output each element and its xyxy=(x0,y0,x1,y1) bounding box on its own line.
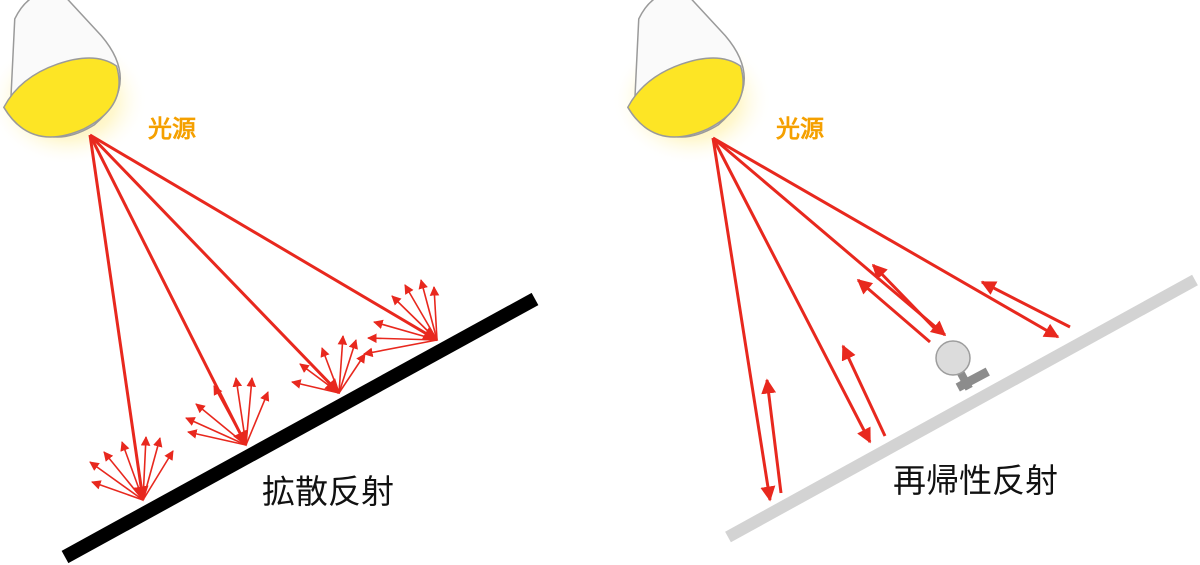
panel-diffuse: 光源 xyxy=(0,0,539,564)
returned-ray xyxy=(871,263,940,334)
light-source-label: 光源 xyxy=(775,115,824,143)
scatter-arrow xyxy=(245,391,270,446)
scatter-arrow xyxy=(373,319,438,341)
scatter-arrow xyxy=(299,363,340,394)
retro-caption: 再帰性反射 xyxy=(893,461,1058,500)
scatter-arrow xyxy=(337,335,348,394)
scatter-arrow xyxy=(338,339,358,394)
incident-ray xyxy=(711,137,776,502)
scatter-arrow xyxy=(363,339,438,358)
incident-ray xyxy=(712,136,1060,339)
scatter-arrow xyxy=(404,284,438,341)
diffuse-surface xyxy=(61,292,539,564)
scatter-arrow xyxy=(120,441,144,501)
scatter-fan xyxy=(363,279,440,358)
panel-retro: 光源 再帰性反射 xyxy=(599,0,1198,543)
scatter-arrow xyxy=(142,437,163,501)
light-source-label: 光源 xyxy=(147,115,196,143)
scatter-arrow xyxy=(185,417,247,446)
scatter-arrow xyxy=(103,451,144,501)
scatter-arrow xyxy=(213,385,247,446)
incident-ray xyxy=(711,137,872,444)
returned-rays xyxy=(761,263,1071,494)
scatter-arrow xyxy=(338,353,366,394)
diffuse-caption: 拡散反射 xyxy=(262,472,394,511)
scatter-arrow xyxy=(187,429,247,446)
scatter-arrow xyxy=(418,279,438,341)
incident-ray xyxy=(89,133,439,342)
scatter-arrow xyxy=(195,403,247,446)
incident-ray xyxy=(88,133,341,395)
scatter-fan xyxy=(89,436,174,501)
scatter-arrow xyxy=(367,333,438,344)
incident-rays xyxy=(711,136,1060,502)
scatter-arrow xyxy=(320,347,340,394)
scatter-arrow xyxy=(91,480,144,501)
returned-ray xyxy=(856,278,931,344)
scatter-arrow xyxy=(291,379,340,394)
returned-ray xyxy=(761,378,783,494)
returned-ray xyxy=(980,280,1071,329)
scatter-arrow xyxy=(245,377,257,446)
scatter-arrow xyxy=(429,286,440,341)
scatter-arrow xyxy=(142,450,174,501)
scatter-arrow xyxy=(232,377,247,446)
scatter-fan xyxy=(185,377,270,446)
incident-ray xyxy=(88,134,149,502)
retroreflector-icon xyxy=(935,340,990,392)
scatter-arrow xyxy=(391,295,438,341)
incident-ray xyxy=(712,136,947,337)
retro-surface xyxy=(725,274,1198,543)
scatter-arrow xyxy=(89,461,144,501)
scatter-arrow xyxy=(140,436,151,501)
light-bulb-icon xyxy=(0,0,149,166)
returned-ray xyxy=(841,344,887,437)
scatter-fan xyxy=(291,335,366,394)
light-bulb-icon xyxy=(599,0,773,166)
